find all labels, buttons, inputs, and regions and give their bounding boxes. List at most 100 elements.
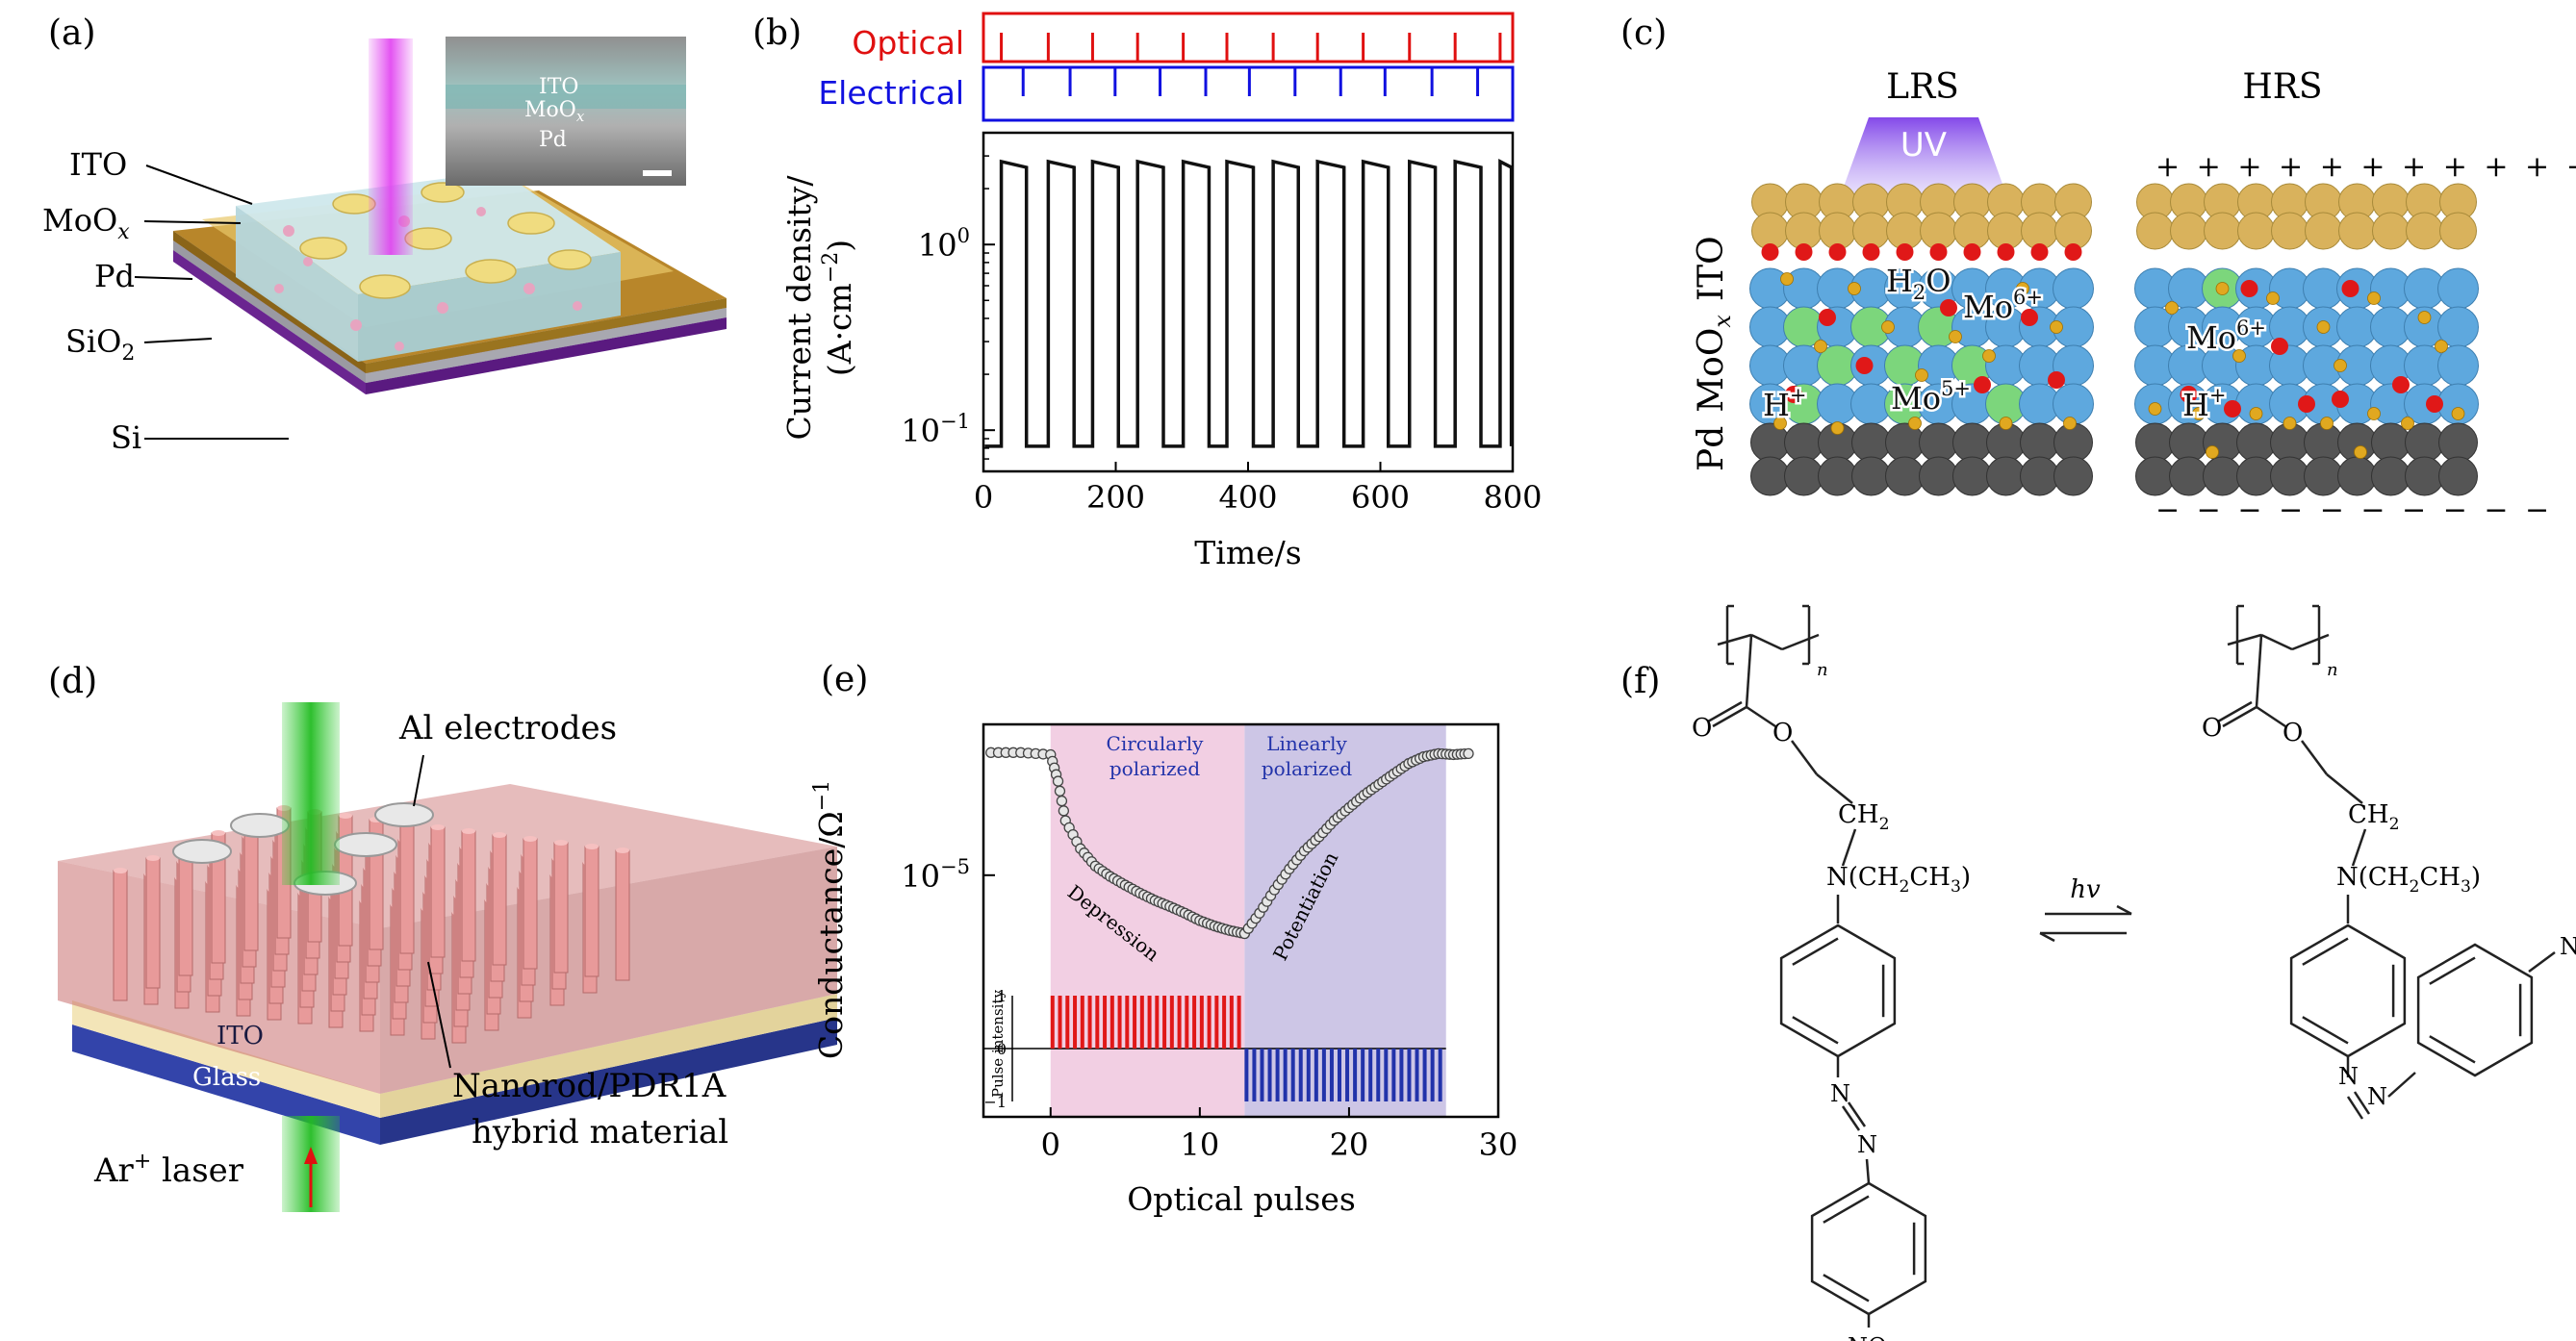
red-pulse-bar <box>1073 996 1078 1049</box>
hydrogen-atom <box>2192 407 2206 420</box>
electrical-label: Electrical <box>818 74 964 112</box>
panel-c: (c) LRS HRS UV PdMoOxITO + + + + + + + +… <box>1620 13 2576 527</box>
blue-pulse-bar <box>1384 1049 1389 1101</box>
hydrogen-atom <box>2316 320 2331 334</box>
red-pulse-bar <box>1095 996 1100 1049</box>
hrs-label: HRS <box>2242 67 2322 107</box>
y-axis-label-e: Conductance/Ω−1 <box>810 780 850 1059</box>
pd-atom <box>2020 422 2059 463</box>
blue-pulse-bar <box>1306 1049 1311 1101</box>
svg-text:Current density/: Current density/ <box>780 175 818 441</box>
hydrogen-atom <box>2435 340 2448 353</box>
hydrogen-atom <box>1908 417 1922 430</box>
ito-atom <box>2372 212 2410 250</box>
red-pulse-bar <box>1169 996 1174 1049</box>
pd-atom <box>2438 422 2478 463</box>
lrs-label: LRS <box>1886 67 1959 107</box>
red-pulse-bar <box>1162 996 1167 1049</box>
nanorod <box>615 849 630 981</box>
red-pulse-bar <box>1192 996 1197 1049</box>
blue-pulse-bar <box>1438 1049 1442 1101</box>
pd-atom <box>1919 456 1958 496</box>
repeat-n: n <box>1817 660 1828 680</box>
nanorod <box>492 834 507 966</box>
hydrogen-atom <box>1814 340 1827 353</box>
pd-atom <box>2371 422 2410 463</box>
pd-atom <box>1952 422 1992 463</box>
oxygen-atom <box>1819 309 1836 326</box>
red-pulse-bar <box>1117 996 1122 1049</box>
hydrogen-atom <box>2417 311 2432 324</box>
mo-atom <box>2053 267 2094 310</box>
inset-tick-label: 0 <box>997 1040 1007 1058</box>
red-pulse-bar <box>1080 996 1084 1049</box>
potentiation-point <box>1463 747 1474 760</box>
label-moox: MoOx <box>42 202 130 244</box>
ion-labels: H2O Mo6+ H+ Mo5+ Mo6+ H+ <box>1761 261 2269 426</box>
oxygen-atom <box>1862 243 1880 261</box>
azo-n-1: N <box>1830 1080 1850 1107</box>
pd-atom <box>2438 456 2478 496</box>
x-tick-label-b: 0 <box>974 479 993 516</box>
hv-label: hv <box>2070 875 2101 904</box>
nanorod <box>523 838 538 970</box>
ito-atom <box>2338 212 2376 250</box>
red-pulse-bar <box>1214 996 1219 1049</box>
ester-o: O <box>2283 719 2303 747</box>
repeat-n: n <box>2327 660 2338 680</box>
blue-pulse-bar <box>1337 1049 1341 1101</box>
oxygen-atom <box>1940 299 1957 316</box>
panel-label-c: (c) <box>1620 13 1667 53</box>
svg-text:H2O: H2O <box>1886 263 1951 304</box>
panel-label-f: (f) <box>1620 662 1660 701</box>
inset-label-ito: ITO <box>539 75 578 99</box>
circular-region <box>1050 724 1245 1117</box>
label-si: Si <box>111 419 141 456</box>
pd-atom <box>1986 456 2026 496</box>
benzene-ring-2 <box>1810 1181 1927 1316</box>
blue-pulse-bar <box>1422 1049 1427 1101</box>
ito-atom <box>2204 212 2241 250</box>
pd-atom <box>1952 456 1992 496</box>
svg-text:H+: H+ <box>2182 384 2227 423</box>
svg-text:Mo6+: Mo6+ <box>1963 286 2043 325</box>
hydrogen-atom <box>1773 417 1787 430</box>
oxygen-atom <box>2332 391 2349 408</box>
hydrogen-atom <box>1830 421 1845 435</box>
azo-n-3: N <box>2338 1063 2359 1090</box>
red-pulse-bar <box>1185 996 1189 1049</box>
amine-label: N(CH2CH3) <box>1826 863 1971 897</box>
nanorod <box>584 846 599 977</box>
plot-frame-e <box>982 722 1500 1119</box>
red-pulse-bar <box>1139 996 1144 1049</box>
oxygen-atom <box>1795 243 1813 261</box>
mo-atom <box>2437 267 2479 310</box>
nanorod <box>145 857 161 989</box>
ito-disks <box>299 182 592 299</box>
red-pulse-bar <box>1058 996 1062 1049</box>
hydrogen-atom <box>2401 417 2414 430</box>
plus-charges: + + + + + + + + + + + <box>2155 150 2576 184</box>
hydrogen-atom <box>1915 368 1928 382</box>
red-pulse-bar <box>1065 996 1070 1049</box>
blue-pulse-bar <box>1368 1049 1373 1101</box>
oxygen-atom <box>2392 376 2410 393</box>
oxygen-atom <box>2048 371 2065 389</box>
svg-text:PdMoOxITO: PdMoOxITO <box>1692 236 1736 471</box>
oxygen-atom <box>1929 243 1948 261</box>
inset-label-moox: MoOx <box>524 98 585 125</box>
ito-atom <box>2271 212 2308 250</box>
pd-atom <box>1750 422 1790 463</box>
glass-label: Glass <box>192 1063 261 1092</box>
x-tick-label-e: 0 <box>1041 1126 1060 1163</box>
hydrogen-atom <box>2050 320 2063 334</box>
inset-tick-label: −1 <box>983 1093 1007 1111</box>
oxygen-atom <box>1997 243 2015 261</box>
x-tick-label-b: 600 <box>1351 479 1410 516</box>
svg-text:Conductance/Ω−1: Conductance/Ω−1 <box>810 780 850 1059</box>
y-tick-label-b: 100 <box>918 224 970 264</box>
hydrogen-atom <box>2367 407 2381 420</box>
blue-pulse-bar <box>1260 1049 1264 1101</box>
